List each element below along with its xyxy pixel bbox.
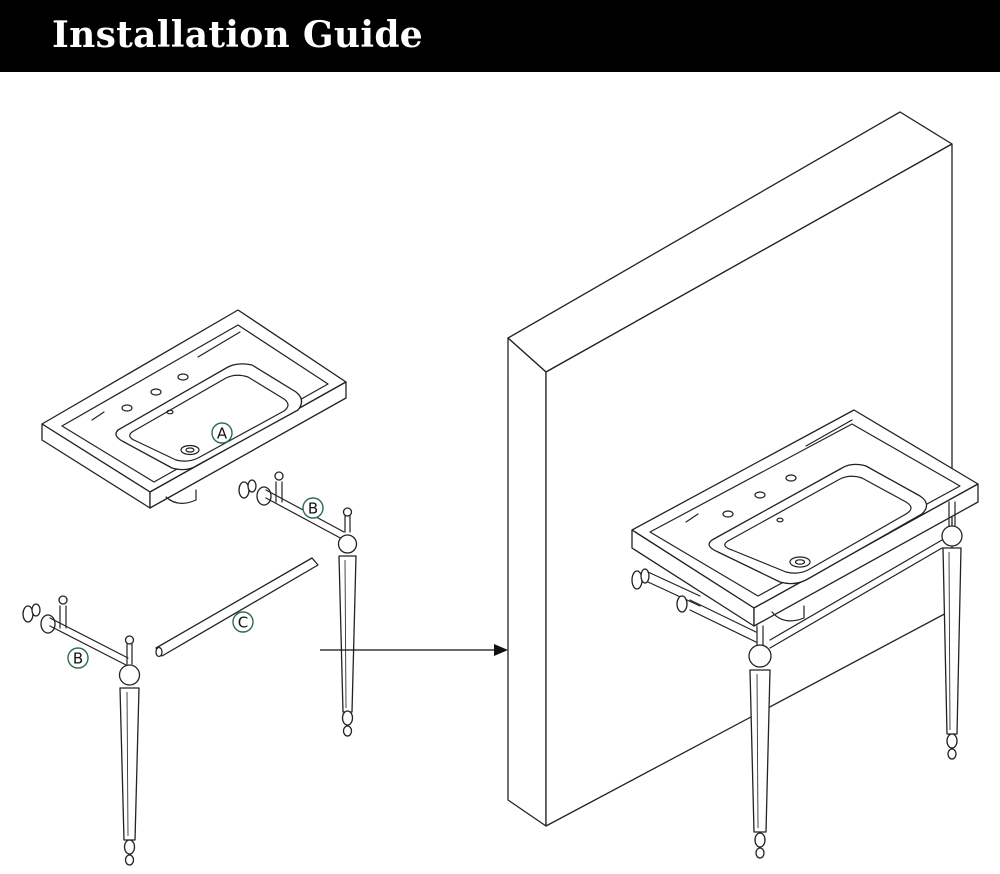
leg-upper — [337, 507, 358, 737]
header-bar: Installation Guide — [0, 0, 1000, 72]
assembly-arrow — [320, 644, 508, 656]
callout-b-lower: B — [67, 647, 89, 669]
svg-text:A: A — [217, 425, 228, 443]
basin-part-a — [41, 309, 347, 509]
callout-c: C — [232, 611, 254, 633]
svg-text:C: C — [238, 614, 248, 632]
assembled-basin — [631, 409, 979, 627]
page-title: Installation Guide — [52, 14, 424, 56]
callout-a: A — [211, 422, 233, 444]
svg-text:B: B — [308, 500, 318, 518]
svg-text:B: B — [73, 650, 83, 668]
bracket-part-b-upper — [238, 471, 345, 541]
bracket-part-b-lower — [22, 595, 129, 667]
callout-b-upper: B — [302, 497, 324, 519]
assembled-leg-front — [748, 625, 772, 859]
rod-part-c — [155, 557, 319, 658]
leg-lower — [118, 635, 141, 866]
assembled-rod — [769, 539, 943, 649]
wall-mount-bracket — [631, 568, 757, 643]
assembled-leg-back — [941, 501, 963, 760]
